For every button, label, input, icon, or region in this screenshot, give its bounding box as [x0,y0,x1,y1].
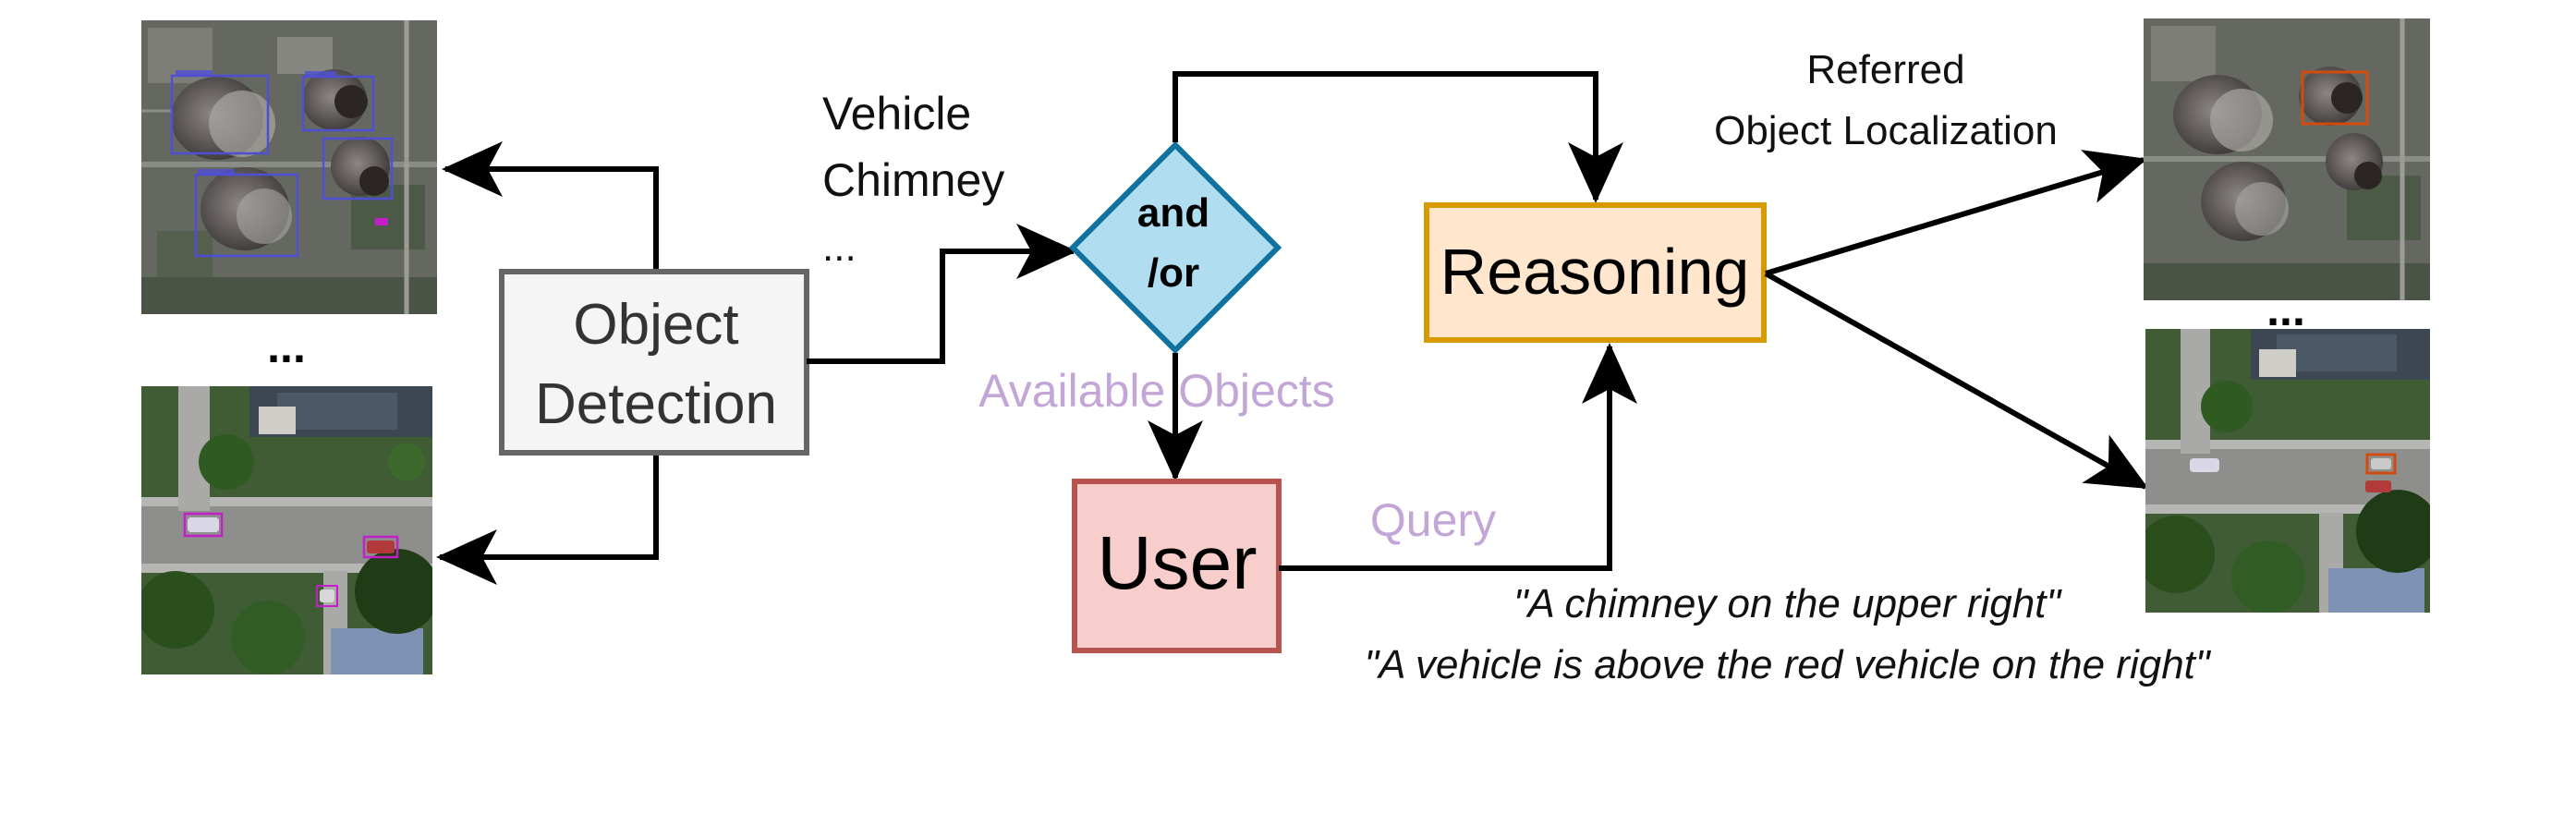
arrow-decision-to-reasoning [1173,71,1623,203]
satellite-image-chimneys-detected [141,20,437,314]
object-list-line2: Chimney [822,154,1004,206]
object-detection-box: Object Detection [499,269,809,456]
satellite-image-vehicles-detected [141,386,432,674]
available-objects-label: Available Objects [978,365,1334,417]
satellite-image-chimney-localized [2144,18,2430,300]
decision-label-line1: and [1137,190,1209,236]
object-list-line3: ... [822,225,857,270]
and-or-decision: and /or [1068,140,1282,355]
reasoning-box: Reasoning [1424,202,1767,343]
object-detection-label-line2: Detection [535,372,777,436]
object-list-line1: Vehicle [822,88,971,140]
arrow-reasoning-to-bottom-image [1764,271,2149,490]
left-images-ellipsis: ... [267,321,306,372]
example-query-chimney: "A chimney on the upper right" [1513,581,2063,626]
object-detection-label-line1: Object [573,293,738,357]
user-box: User [1072,479,1282,653]
arrow-reasoning-to-top-image [1765,150,2147,276]
satellite-image-vehicle-localized [2145,329,2430,613]
reasoning-label: Reasoning [1440,236,1750,308]
right-images-ellipsis: ... [2266,284,2305,335]
referred-label-line1: Referred [1806,47,1964,92]
arrow-user-query-to-reasoning [1279,343,1637,571]
example-query-vehicle: "A vehicle is above the red vehicle on t… [1364,642,2211,687]
referred-label-line2: Object Localization [1714,108,2058,153]
decision-label-line2: /or [1148,250,1199,296]
arrow-detection-to-bottom-image [436,456,659,585]
user-label: User [1097,521,1257,605]
arrow-detection-to-decision [807,224,1077,364]
arrow-detection-to-top-image [442,141,659,269]
query-label: Query [1370,494,1496,546]
